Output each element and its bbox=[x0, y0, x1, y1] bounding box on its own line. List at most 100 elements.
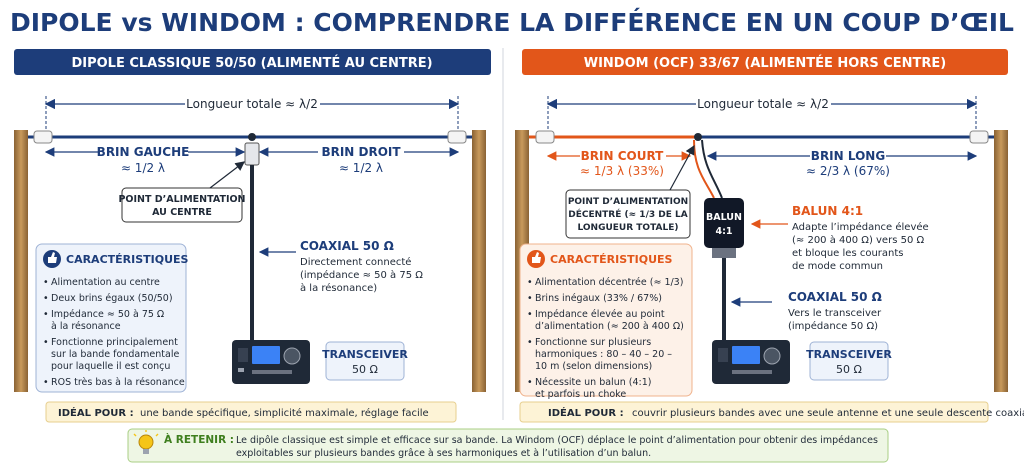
bullet-icon: • bbox=[527, 293, 533, 304]
characteristic-item: d’alimentation (≈ 200 à 400 Ω) bbox=[535, 321, 684, 332]
characteristic-item: et parfois un choke bbox=[535, 389, 626, 400]
characteristic-item: à la résonance bbox=[51, 321, 121, 332]
balun-box-label-2: 4:1 bbox=[715, 226, 732, 237]
windom-feed-callout bbox=[565, 189, 691, 239]
dipole-ideal-text: une bande spécifique, simplicité maximal… bbox=[140, 407, 429, 419]
bullet-icon: • bbox=[43, 293, 49, 304]
short-arm-label: BRIN COURT bbox=[581, 149, 665, 163]
balun-desc-2: (≈ 200 à 400 Ω) vers 50 Ω bbox=[792, 234, 924, 246]
bullet-icon: • bbox=[527, 377, 533, 388]
dipole-feed-line-2: AU CENTRE bbox=[152, 207, 212, 218]
characteristic-item: Nécessite un balun (4:1) bbox=[535, 377, 651, 388]
dipole-feed-node bbox=[248, 133, 256, 141]
windom-coax-desc-2: (impédance 50 Ω) bbox=[788, 320, 878, 332]
characteristic-item: sur la bande fondamentale bbox=[51, 349, 179, 360]
dipole-feed-line-1: POINT D’ALIMENTATION bbox=[118, 194, 245, 205]
windom-header: WINDOM (OCF) 33/67 (ALIMENTÉE HORS CENTR… bbox=[584, 55, 947, 71]
windom-total-length: Longueur totale ≈ λ/2 bbox=[697, 97, 829, 111]
characteristic-item: Impédance ≈ 50 à 75 Ω bbox=[51, 309, 164, 320]
balun-desc-4: de mode commun bbox=[792, 261, 883, 272]
retain-line-2: exploitables sur plusieurs bandes grâce … bbox=[236, 448, 651, 459]
left-pole bbox=[14, 130, 28, 392]
dipole-transceiver-icon bbox=[232, 340, 310, 384]
windom-transceiver-label: TRANSCEIVER bbox=[806, 348, 892, 361]
balun-title: BALUN 4:1 bbox=[792, 204, 863, 218]
windom-transceiver-box bbox=[809, 341, 889, 381]
windom-ideal-text: couvrir plusieurs bandes avec une seule … bbox=[632, 408, 1024, 419]
characteristic-item: Fonctionne sur plusieurs bbox=[535, 337, 651, 348]
long-arm-length: ≈ 2/3 λ (67%) bbox=[806, 164, 890, 178]
characteristic-item: pour laquelle il est conçu bbox=[51, 361, 170, 372]
dipole-coax-desc-3: à la résonance) bbox=[300, 282, 377, 294]
insulator-icon bbox=[447, 130, 467, 144]
windom-char-list: •Alimentation décentrée (≈ 1/3)•Brins in… bbox=[527, 277, 684, 400]
windom-transceiver-icon bbox=[712, 340, 790, 384]
windom-feed-line-3: LONGUEUR TOTALE) bbox=[577, 223, 678, 233]
dipole-feed-pointer bbox=[209, 161, 245, 189]
windom-coax-title: COAXIAL 50 Ω bbox=[788, 290, 882, 304]
dipole-coax-desc-1: Directement connecté bbox=[300, 256, 411, 268]
balun-icon bbox=[704, 198, 744, 248]
balun-desc-1: Adapte l’impédance élevée bbox=[792, 221, 929, 233]
windom-char-title: CARACTÉRISTIQUES bbox=[550, 253, 673, 266]
characteristic-item: Brins inégaux (33% / 67%) bbox=[535, 293, 662, 304]
characteristic-item: Alimentation au centre bbox=[51, 277, 160, 288]
long-arm-label: BRIN LONG bbox=[811, 149, 885, 163]
retain-section: À RETENIR : Le dipôle classique est simp… bbox=[127, 428, 889, 463]
windom-ideal-label: IDÉAL POUR : bbox=[548, 406, 624, 419]
balun-desc-3: et bloque les courants bbox=[792, 248, 904, 259]
insulator-icon bbox=[33, 130, 53, 144]
dipole-coax-title: COAXIAL 50 Ω bbox=[300, 239, 394, 253]
balun-box-label-1: BALUN bbox=[706, 212, 742, 223]
right-arm-length: ≈ 1/2 λ bbox=[339, 161, 383, 175]
windom-feed-node bbox=[694, 133, 702, 141]
windom-ideal-bar bbox=[519, 401, 989, 423]
characteristic-item: harmoniques : 80 – 40 – 20 – bbox=[535, 349, 672, 360]
windom-header-bar bbox=[522, 49, 1008, 75]
dipole-ideal-label: IDÉAL POUR : bbox=[58, 406, 134, 419]
dipole-characteristics-box bbox=[35, 243, 187, 393]
windom-transceiver-imp: 50 Ω bbox=[836, 363, 862, 376]
center-connector-icon bbox=[244, 142, 260, 166]
dipole-transceiver-imp: 50 Ω bbox=[352, 363, 378, 376]
dipole-feed-callout bbox=[121, 187, 243, 223]
short-arm-length: ≈ 1/3 λ (33%) bbox=[580, 164, 664, 178]
right-arm-label: BRIN DROIT bbox=[321, 145, 401, 159]
right-pole bbox=[472, 130, 486, 392]
dipole-char-title: CARACTÉRISTIQUES bbox=[66, 253, 189, 266]
dipole-panel: DIPOLE CLASSIQUE 50/50 (ALIMENTÉ AU CENT… bbox=[14, 49, 491, 423]
lightbulb-icon bbox=[133, 430, 159, 454]
retain-box bbox=[127, 428, 889, 463]
windom-characteristics-box bbox=[519, 243, 693, 397]
left-arm-label: BRIN GAUCHE bbox=[97, 145, 190, 159]
dipole-header-bar bbox=[14, 49, 491, 75]
bullet-icon: • bbox=[527, 309, 533, 320]
bullet-icon: • bbox=[43, 377, 49, 388]
bullet-icon: • bbox=[43, 277, 49, 288]
windom-panel: WINDOM (OCF) 33/67 (ALIMENTÉE HORS CENTR… bbox=[515, 49, 1024, 423]
balun-feed-wire bbox=[701, 139, 723, 199]
bullet-icon: • bbox=[43, 309, 49, 320]
left-arm-length: ≈ 1/2 λ bbox=[121, 161, 165, 175]
retain-line-1: Le dipôle classique est simple et effica… bbox=[236, 435, 878, 446]
characteristic-item: 10 m (selon dimensions) bbox=[535, 361, 652, 372]
bullet-icon: • bbox=[43, 337, 49, 348]
insulator-icon bbox=[535, 130, 555, 144]
bullet-icon: • bbox=[527, 337, 533, 348]
retain-label: À RETENIR : bbox=[164, 433, 234, 446]
characteristic-item: Impédance élevée au point bbox=[535, 309, 665, 320]
page-title: DIPOLE vs WINDOM : COMPRENDRE LA DIFFÉRE… bbox=[10, 8, 1014, 37]
dipole-transceiver-label: TRANSCEIVER bbox=[322, 348, 408, 361]
windom-feed-pointer bbox=[669, 144, 695, 191]
windom-coax-desc-1: Vers le transceiver bbox=[788, 308, 882, 319]
windom-feed-line-1: POINT D’ALIMENTATION bbox=[568, 197, 688, 207]
dipole-total-length: Longueur totale ≈ λ/2 bbox=[186, 97, 318, 111]
characteristic-item: Fonctionne principalement bbox=[51, 337, 178, 348]
dipole-coax-desc-2: (impédance ≈ 50 à 75 Ω bbox=[300, 269, 423, 281]
bullet-icon: • bbox=[527, 277, 533, 288]
insulator-icon bbox=[969, 130, 989, 144]
dipole-header: DIPOLE CLASSIQUE 50/50 (ALIMENTÉ AU CENT… bbox=[71, 55, 432, 71]
dipole-ideal-bar bbox=[45, 401, 457, 423]
characteristic-item: Alimentation décentrée (≈ 1/3) bbox=[535, 277, 683, 288]
